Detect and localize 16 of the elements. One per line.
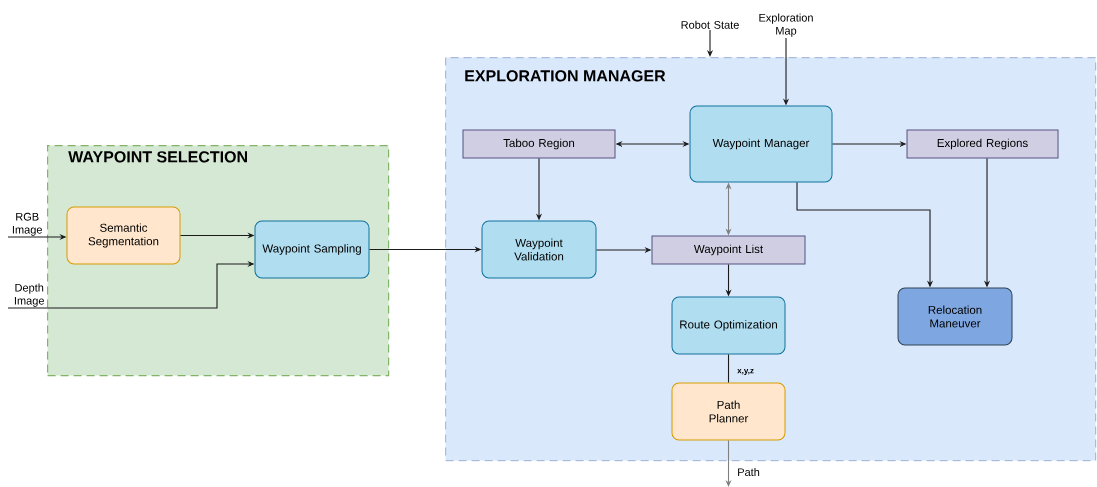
process-box: Path Planner xyxy=(671,382,786,441)
process-box: Waypoint Validation xyxy=(481,220,597,279)
process-box: Relocation Maneuver xyxy=(897,287,1013,346)
input-label: Exploration Map xyxy=(759,13,813,37)
input-label: RGB Image xyxy=(12,212,42,236)
process-box: Waypoint Manager xyxy=(689,105,833,183)
edge-label: x,y,z xyxy=(736,368,755,376)
process-box: Waypoint Sampling xyxy=(254,220,370,279)
process-box: Semantic Segmentation xyxy=(66,206,181,265)
data-box: Explored Regions xyxy=(906,129,1059,159)
edge-label: Path xyxy=(736,466,761,478)
process-box: Route Optimization xyxy=(671,296,786,355)
input-label: Depth Image xyxy=(14,283,44,307)
data-box: Taboo Region xyxy=(462,129,616,159)
data-box: Waypoint List xyxy=(651,235,806,265)
input-label: Robot State xyxy=(681,20,739,29)
